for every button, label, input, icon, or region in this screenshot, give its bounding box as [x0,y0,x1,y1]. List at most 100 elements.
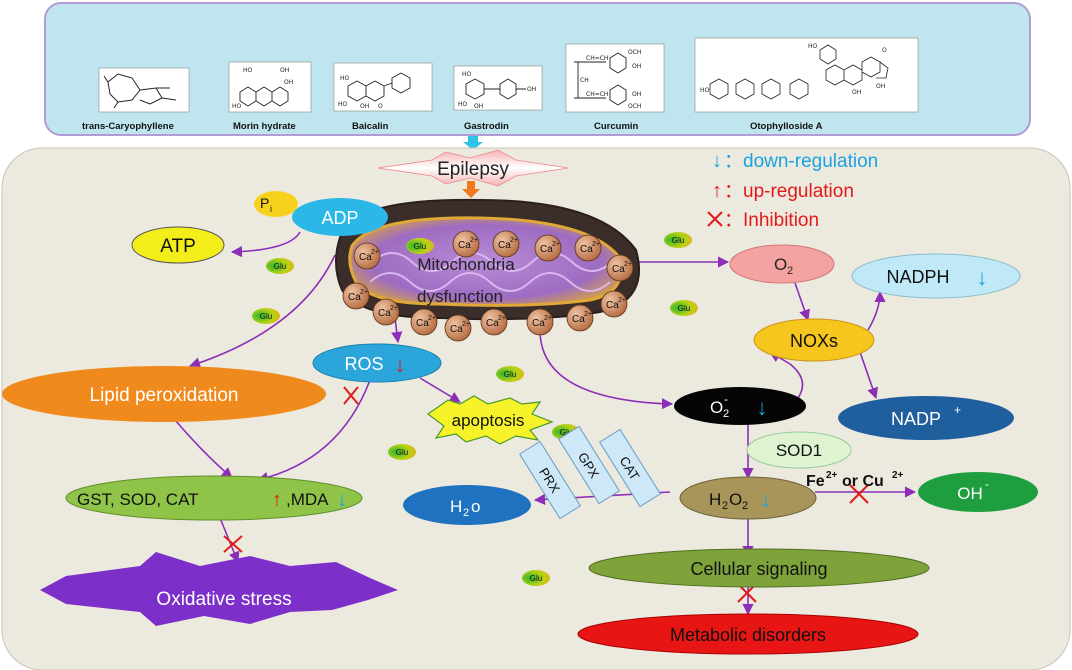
superoxide-down-icon: ↓ [757,395,768,420]
svg-text:OH: OH [632,63,641,70]
mitochondria-label-line1: Mitochondria [417,255,515,274]
metal-ions-label: Fe 2+ or Cu 2+ [806,470,904,490]
svg-text:Glu: Glu [560,428,572,437]
svg-text:Ca: Ca [348,292,361,303]
svg-text:Glu: Glu [274,262,286,271]
svg-text:ADP: ADP [321,208,358,228]
svg-text:Ca: Ca [540,244,553,255]
glu-badge: Glu [522,570,550,586]
enzyme-gpx: GPX [557,425,621,505]
glu-badges: Glu Glu Glu Glu Glu Glu Glu Glu Glu [252,232,698,586]
svg-text:Glu: Glu [678,304,690,313]
svg-text:HO: HO [340,75,350,82]
legend: ↓ ：down-regulation ↑ ：up-regulation ：Inh… [707,150,878,231]
compound-label: Curcumin [594,121,639,132]
svg-text:Ca: Ca [572,314,585,325]
inhibition-marks [223,386,869,603]
svg-text:2: 2 [742,500,748,512]
svg-text:2+: 2+ [428,315,436,322]
pi-node: P i [254,191,298,217]
h2o2-node: H 2 O 2 ↓ [679,476,817,520]
svg-text:OCH: OCH [628,49,641,56]
svg-text:HO: HO [232,103,242,110]
svg-text:HO: HO [458,101,468,108]
compound-label: Baicalin [352,121,389,132]
o2-node: O 2 [729,244,835,284]
svg-text:O: O [710,398,723,417]
svg-text:HO: HO [700,87,710,94]
svg-text:+: + [954,403,961,417]
svg-text:Ca: Ca [532,318,545,329]
svg-text:2+: 2+ [470,237,478,244]
ros-down-icon: ↓ [395,352,406,377]
adp-node: ADP [292,198,388,236]
svg-text:H: H [450,497,462,516]
svg-text:,MDA: ,MDA [286,490,329,509]
svg-text:2+: 2+ [390,305,398,312]
svg-text:o: o [471,497,480,516]
svg-text:2+: 2+ [360,289,368,296]
compound-trans-caryophyllene: trans-Caryophyllene [82,67,190,132]
svg-text:OH: OH [632,91,641,98]
svg-text:Ca: Ca [378,308,391,319]
svg-text:2: 2 [723,408,729,420]
svg-text:Ca: Ca [612,264,625,275]
svg-text:Cellular signaling: Cellular signaling [690,559,827,579]
svg-text:OH: OH [527,86,536,93]
svg-text:OH: OH [876,83,885,90]
svg-text:HO: HO [338,101,348,108]
svg-text:Ca: Ca [498,240,511,251]
svg-text:Ca: Ca [580,244,593,255]
svg-text:O: O [882,47,887,54]
svg-text:2+: 2+ [826,470,838,481]
svg-text:GST, SOD, CAT: GST, SOD, CAT [77,490,199,509]
svg-text:Glu: Glu [530,574,542,583]
superoxide-node: O 2 - ↓ [674,387,806,425]
compound-label: Otophylloside A [750,121,823,132]
legend-inhibit-label: ：Inhibition [724,210,819,231]
svg-text:i: i [270,204,272,214]
svg-text:-: - [985,477,989,491]
svg-text:OH: OH [474,103,483,110]
svg-text:Glu: Glu [260,312,272,321]
glu-badge: Glu [252,308,280,324]
legend-down-icon: ↓ [712,150,722,172]
h2o-node: H 2 o [403,485,531,525]
legend-up-label: ：up-regulation [724,181,854,202]
svg-text:2: 2 [722,500,728,512]
svg-text:2+: 2+ [892,470,904,481]
svg-text:HO: HO [462,71,472,78]
svg-text:Ca: Ca [450,324,463,335]
svg-text:Ca: Ca [416,318,429,329]
svg-text:O: O [729,490,742,509]
glu-badge: Glu [266,258,294,274]
svg-text:OH: OH [852,89,861,96]
h2o2-down-icon: ↓ [761,487,772,512]
svg-text:2: 2 [463,507,469,519]
svg-text:Glu: Glu [504,370,516,379]
svg-text:2+: 2+ [592,241,600,248]
svg-text:2+: 2+ [462,321,470,328]
cellular-signaling-node: Cellular signaling [588,548,930,588]
svg-text:2+: 2+ [584,311,592,318]
nadph-down-icon: ↓ [977,265,988,290]
svg-text:2+: 2+ [624,261,632,268]
svg-text:CH=CH: CH=CH [586,91,608,98]
svg-text:ROS: ROS [344,354,383,374]
svg-text:NADPH: NADPH [886,267,949,287]
enzyme-prx: PRX [518,440,582,520]
metabolic-disorders-node: Metabolic disorders [577,613,919,655]
glu-badge: Glu [406,238,434,254]
